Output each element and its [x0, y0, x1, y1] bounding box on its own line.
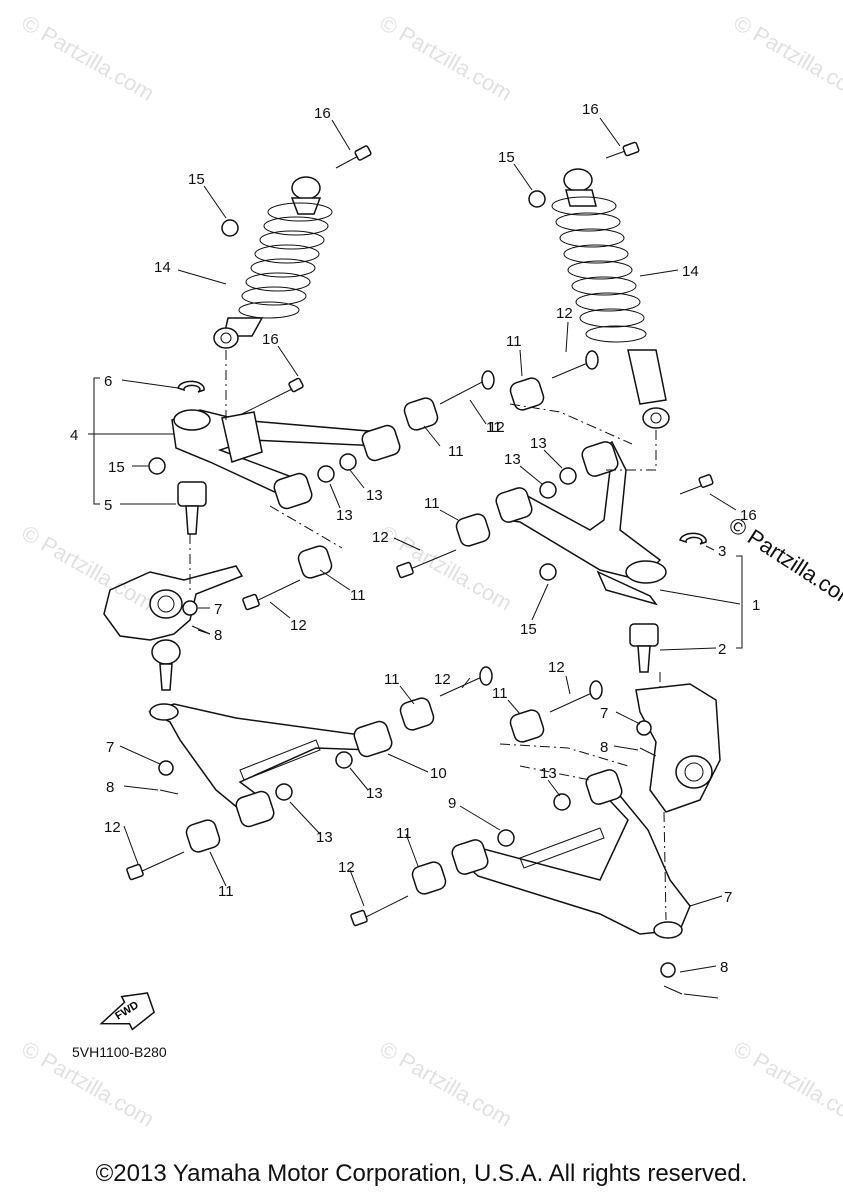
callout-label: 13 [504, 451, 521, 468]
callout-label: 15 [188, 171, 205, 188]
callout-label: 8 [214, 627, 222, 644]
copyright-notice: ©2013 Yamaha Motor Corporation, U.S.A. A… [95, 1160, 748, 1187]
callout-label: 10 [430, 765, 447, 782]
nuts-clips-pins [148, 190, 707, 995]
right-shock-absorber [551, 168, 670, 429]
callout-label: 12 [372, 529, 389, 546]
callout-label: 11 [350, 587, 366, 604]
callout-label: 11 [396, 825, 412, 842]
callout-label: 14 [154, 259, 171, 276]
callout-label: 16 [740, 507, 757, 524]
callout-label: 13 [336, 507, 353, 524]
callout-label: 4 [70, 427, 78, 444]
right-lower-arm [451, 769, 691, 939]
left-upper-arm [171, 409, 401, 510]
callout-label: 9 [448, 795, 456, 812]
callout-label: 8 [720, 959, 728, 976]
callout-label: 14 [682, 263, 699, 280]
left-knuckle [103, 565, 244, 641]
callout-label: 16 [314, 105, 331, 122]
left-shock-absorber [213, 176, 333, 349]
bolts [126, 141, 714, 927]
left-lower-arm [148, 703, 393, 828]
assembly-lines [189, 350, 667, 921]
callout-label: 15 [108, 459, 125, 476]
callout-label: 11 [492, 685, 508, 702]
callout-label: 12 [434, 671, 451, 688]
leader-lines [88, 117, 741, 999]
callout-label: 11 [218, 883, 234, 900]
callout-label: 3 [718, 543, 726, 560]
callout-label: 12 [556, 305, 573, 322]
callout-label: 12 [338, 859, 355, 876]
callout-label: 16 [262, 331, 279, 348]
callout-label: 12 [488, 419, 505, 436]
callout-label: 12 [290, 617, 307, 634]
callout-label: 2 [718, 641, 726, 658]
callout-label: 11 [384, 671, 400, 688]
assembly-brackets [93, 377, 743, 649]
right-knuckle [635, 683, 721, 813]
callout-label: 11 [486, 419, 502, 436]
ball-joints [151, 481, 659, 691]
callout-numbers: 16 15 14 16 6 4 15 5 7 8 12 11 13 13 11 … [70, 101, 760, 976]
callout-label: 11 [448, 443, 464, 460]
callout-label: 13 [366, 785, 383, 802]
callout-label: 11 [424, 495, 440, 512]
callout-label: 11 [506, 333, 522, 350]
callout-label: 7 [600, 705, 608, 722]
callout-label: 7 [724, 889, 732, 906]
callout-label: 12 [104, 819, 121, 836]
part-code: 5VH1100-B280 [72, 1044, 167, 1060]
callout-label: 7 [106, 739, 114, 756]
callout-label: 13 [540, 765, 557, 782]
bushings [185, 377, 545, 895]
callout-label: 8 [600, 739, 608, 756]
callout-label: 13 [316, 829, 333, 846]
callout-label: 12 [548, 659, 565, 676]
callout-label: 16 [582, 101, 599, 118]
callout-label: 13 [366, 487, 383, 504]
callout-label: 13 [530, 435, 547, 452]
callout-label: 15 [520, 621, 537, 638]
callout-label: 15 [498, 149, 515, 166]
callout-label: 6 [104, 373, 112, 390]
right-upper-arm [495, 440, 667, 606]
fwd-arrow-icon: FWD [99, 992, 156, 1031]
callout-label: 1 [752, 597, 760, 614]
callout-label: 5 [104, 497, 112, 514]
callout-label: 8 [106, 779, 114, 796]
callout-label: 7 [214, 601, 222, 618]
